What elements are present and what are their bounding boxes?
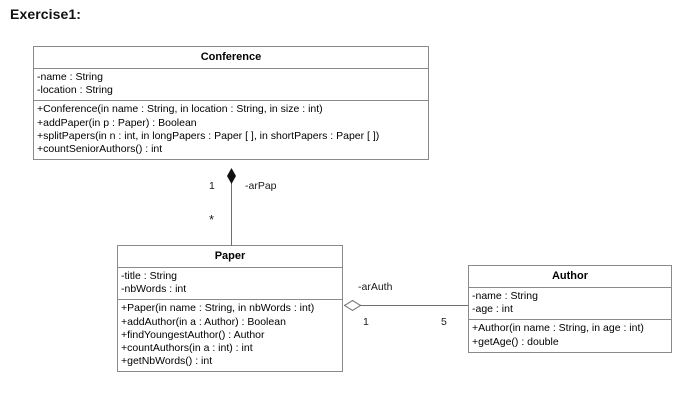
operation-row: +addPaper(in p : Paper) : Boolean [37,116,197,129]
operations-compartment-author: +Author(in name : String, in age : int) … [469,320,671,351]
operation-row: +getNbWords() : int [121,355,213,368]
aggregation-connector-paper-author[interactable] [360,305,468,306]
role-label-arpap: -arPap [245,180,277,192]
uml-class-paper[interactable]: Paper -title : String -nbWords : int +Pa… [117,245,343,373]
operation-row: +countSeniorAuthors() : int [37,143,163,156]
attribute-row: -name : String [37,71,103,83]
operation-row: +findYoungestAuthor() : Author [121,328,265,341]
attribute-row: -title : String [121,270,178,282]
operation-row: +Paper(in name : String, in nbWords : in… [121,302,315,315]
attributes-compartment-paper: -title : String -nbWords : int [118,268,342,301]
operation-row: +getAge() : double [472,335,559,348]
operation-row: +addAuthor(in a : Author) : Boolean [121,315,286,328]
multiplicity-author-side: 5 [441,316,447,328]
multiplicity-conference-side: 1 [209,180,215,192]
operation-row: +Author(in name : String, in age : int) [472,322,644,335]
class-name-paper: Paper [118,246,342,268]
aggregation-diamond-outline-icon [344,299,361,311]
attributes-compartment-author: -name : String -age : int [469,288,671,321]
composition-diamond-icon [227,168,236,184]
composition-connector-conference-paper[interactable] [231,176,232,246]
operations-compartment-paper: +Paper(in name : String, in nbWords : in… [118,300,342,371]
page-title: Exercise1: [10,6,82,22]
multiplicity-paper-side-author-assoc: 1 [363,316,369,328]
attribute-row: -age : int [472,303,513,316]
attribute-row: -nbWords : int [121,283,187,296]
attribute-row: -location : String [37,84,113,97]
class-name-author: Author [469,266,671,288]
operation-row: +splitPapers(in n : int, in longPapers :… [37,129,380,142]
attributes-compartment-conference: -name : String -location : String [34,69,428,102]
multiplicity-paper-side: * [209,212,215,227]
uml-class-author[interactable]: Author -name : String -age : int +Author… [468,265,672,353]
operation-row: +Conference(in name : String, in locatio… [37,103,323,116]
operations-compartment-conference: +Conference(in name : String, in locatio… [34,101,428,159]
class-name-conference: Conference [34,47,428,69]
uml-class-conference[interactable]: Conference -name : String -location : St… [33,46,429,161]
operation-row: +countAuthors(in a : int) : int [121,342,253,355]
role-label-arauth: -arAuth [358,281,393,293]
attribute-row: -name : String [472,290,538,302]
